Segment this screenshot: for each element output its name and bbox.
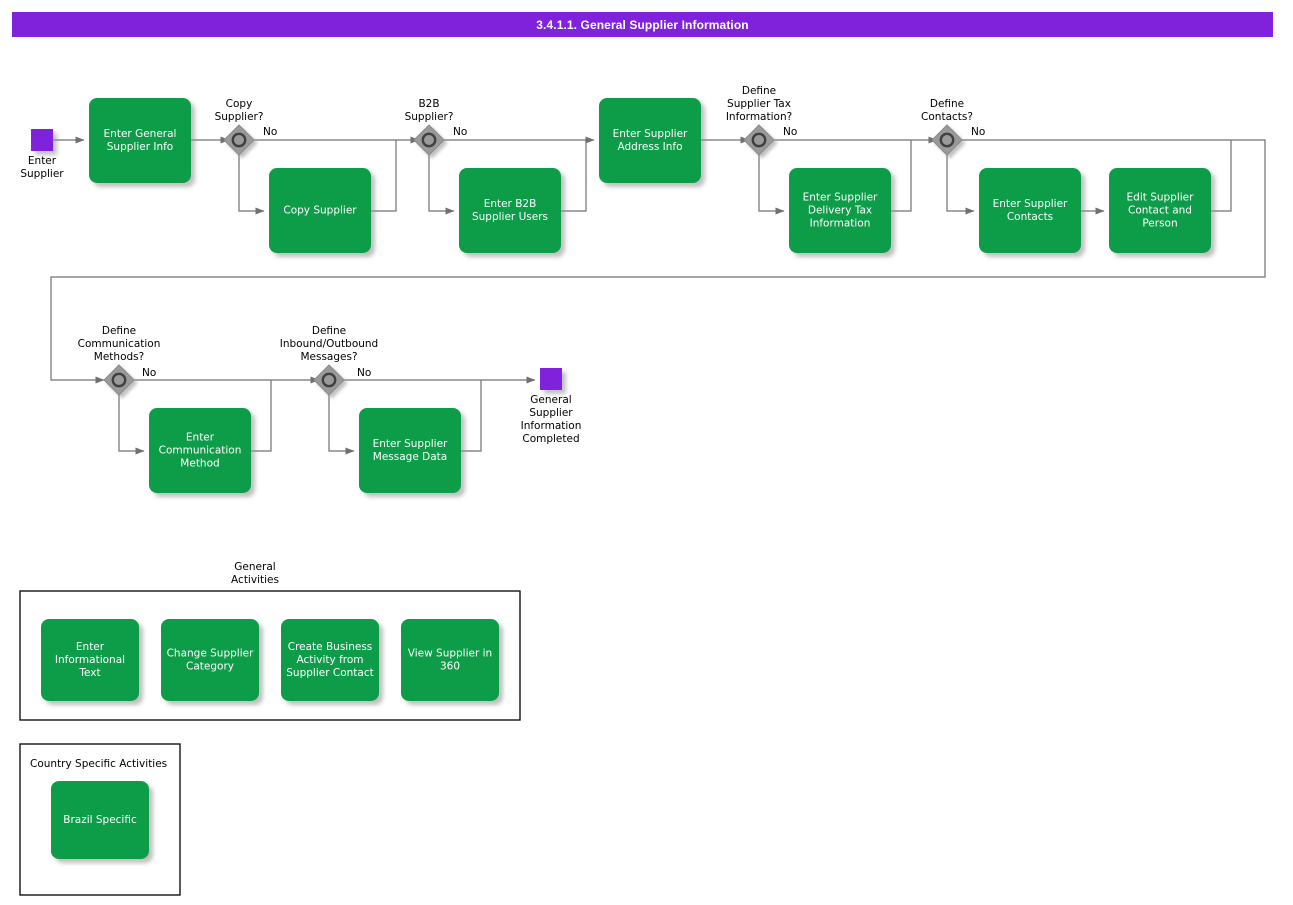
flow-label-no: No [971,126,985,138]
flow-label-no: No [263,126,277,138]
task-label: Copy Supplier [283,205,357,217]
gateway-define-contacts-gateway[interactable] [931,124,963,156]
flow-label-no: No [453,126,467,138]
sequence-flow [461,380,482,452]
page-title: 3.4.1.1. General Supplier Information [536,17,749,32]
sequence-flow [891,140,912,212]
event-start-enter-supplier[interactable] [31,129,53,151]
gateway-copy-supplier-gateway[interactable] [223,124,255,156]
task-brazil-specific[interactable]: Brazil Specific [51,781,149,859]
task-label: Brazil Specific [63,814,137,826]
sequence-flow [251,380,272,452]
group-country-specific-activities-group [19,743,181,896]
sequence-flow [758,155,785,215]
connector-layer [50,136,1266,455]
gateway-define-supplier-tax-information-gateway[interactable] [743,124,775,156]
sequence-flow [328,395,355,455]
flow-label-no: No [357,367,371,379]
sequence-flow [118,395,145,455]
task-copy-supplier[interactable]: Copy Supplier [269,168,371,253]
page-title-bar: 3.4.1.1. General Supplier Information [12,12,1273,37]
event-end-general-supplier-information-completed[interactable] [540,368,562,390]
gateway-define-communication-methods-gateway[interactable] [103,364,135,396]
sequence-flow [428,155,455,215]
gateway-b2b-supplier-gateway[interactable] [413,124,445,156]
sequence-flow [50,139,1266,384]
sequence-flow [238,155,265,215]
group-general-activities-group [19,590,521,721]
group-title-country-specific-activities-group: Country Specific Activities [30,758,167,770]
sequence-flow [371,140,397,212]
flow-label-no: No [142,367,156,379]
gateway-define-inbound-outbound-messages-gateway[interactable] [313,364,345,396]
sequence-flow [561,140,587,212]
flow-label-no: No [783,126,797,138]
sequence-flow [946,155,975,215]
sequence-flow [1211,140,1232,212]
